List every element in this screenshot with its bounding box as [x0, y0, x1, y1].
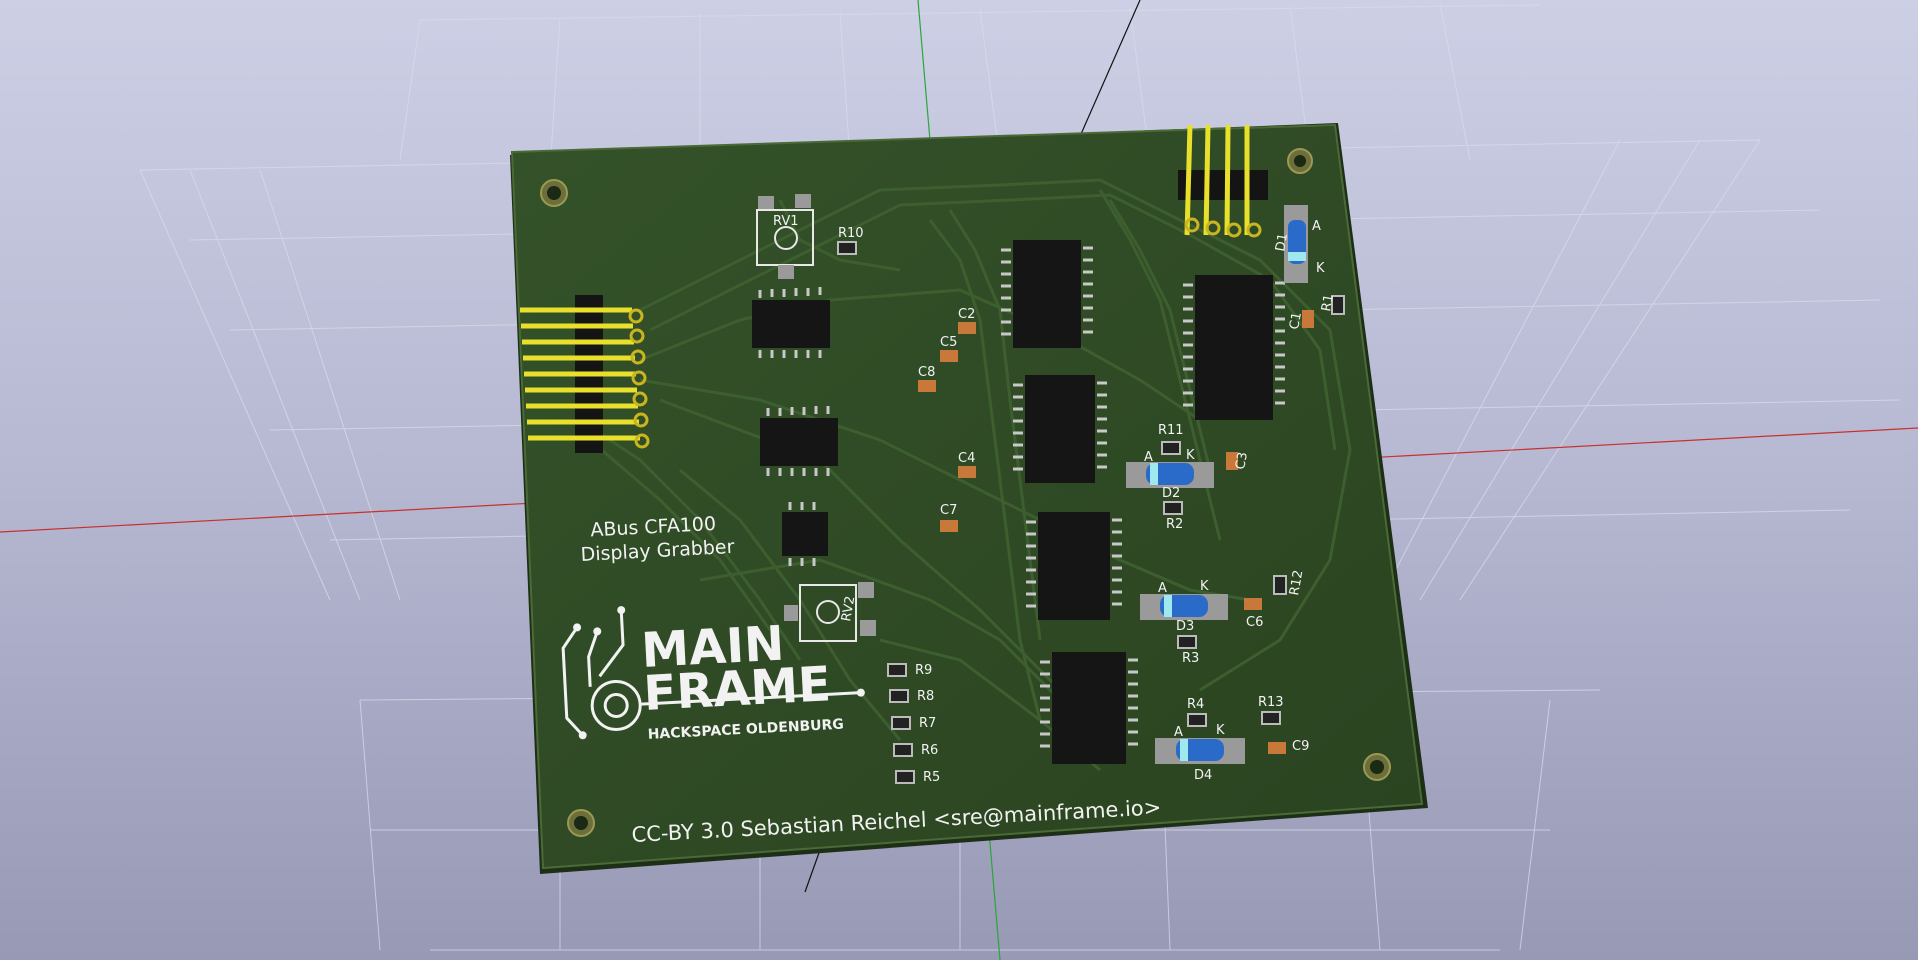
diode-d1[interactable]	[1284, 205, 1308, 283]
ref-rv1: RV1	[773, 214, 799, 229]
ref-c6: C6	[1246, 615, 1263, 630]
ref-d1-cathode: K	[1316, 261, 1325, 276]
ic-u3	[782, 502, 828, 566]
ref-c9: C9	[1292, 739, 1309, 754]
ref-d4: D4	[1194, 768, 1212, 783]
ic-u8	[1183, 275, 1285, 420]
ref-r12: R12	[1287, 569, 1306, 597]
ref-c4: C4	[958, 451, 975, 466]
ref-d4-cathode: K	[1216, 723, 1225, 738]
ref-r13: R13	[1258, 695, 1284, 710]
ref-c3: C3	[1233, 451, 1251, 471]
svg-text:MAIN: MAIN	[640, 616, 786, 679]
ref-r6: R6	[921, 743, 938, 758]
ref-r7: R7	[919, 716, 936, 731]
ref-d3: D3	[1176, 619, 1194, 634]
diode-d4[interactable]	[1155, 738, 1245, 764]
ref-r9: R9	[915, 663, 932, 678]
ref-r8: R8	[917, 689, 934, 704]
mainframe-logo: MAIN FRAME HACKSPACE OLDENBURG	[561, 606, 865, 743]
ref-d3-anode: A	[1158, 581, 1167, 596]
diode-d2[interactable]	[1126, 462, 1214, 488]
z-axis-line-lower	[804, 849, 821, 893]
ref-r5: R5	[923, 770, 940, 785]
ref-c7: C7	[940, 503, 957, 518]
ref-d2-cathode: K	[1186, 448, 1195, 463]
ref-r11: R11	[1158, 423, 1184, 438]
ref-c2: C2	[958, 307, 975, 322]
pin-header-top-right[interactable]	[1178, 124, 1268, 238]
ic-u1	[752, 287, 830, 358]
smd-passives	[837, 241, 1345, 784]
ic-u2	[760, 406, 838, 476]
ref-d1-anode: A	[1312, 219, 1321, 234]
ref-c5: C5	[940, 335, 957, 350]
ref-r1: R1	[1319, 293, 1337, 313]
ic-u5	[1013, 375, 1107, 483]
ref-d4-anode: A	[1174, 725, 1183, 740]
ic-u6	[1026, 512, 1122, 620]
ref-c1: C1	[1287, 311, 1305, 331]
pin-header-left[interactable]	[520, 295, 650, 453]
ref-d2: D2	[1162, 486, 1180, 501]
ref-r2: R2	[1166, 517, 1183, 532]
ic-u4	[1001, 240, 1093, 348]
pcb-board[interactable]: ABus CFA100 Display Grabber MAIN FRAME H…	[510, 123, 1428, 874]
ref-c8: C8	[918, 365, 935, 380]
potentiometer-rv1[interactable]	[756, 194, 814, 279]
svg-text:FRAME: FRAME	[642, 656, 832, 722]
potentiometer-rv2[interactable]	[784, 582, 876, 642]
ref-d2-anode: A	[1144, 450, 1153, 465]
ref-rv2: RV2	[839, 595, 858, 623]
ic-chips[interactable]	[752, 240, 1285, 764]
ic-u7	[1040, 652, 1138, 764]
reference-designators: RV1 R10 C2 C5 C8 C4 C7 RV2 R9 R8 R7 R6 R…	[773, 214, 1337, 785]
ref-d1: D1	[1273, 232, 1291, 253]
ref-r10: R10	[838, 226, 864, 241]
ref-r3: R3	[1182, 651, 1199, 666]
ref-r4: R4	[1187, 697, 1204, 712]
diode-d3[interactable]	[1140, 594, 1228, 620]
ref-d3-cathode: K	[1200, 579, 1209, 594]
